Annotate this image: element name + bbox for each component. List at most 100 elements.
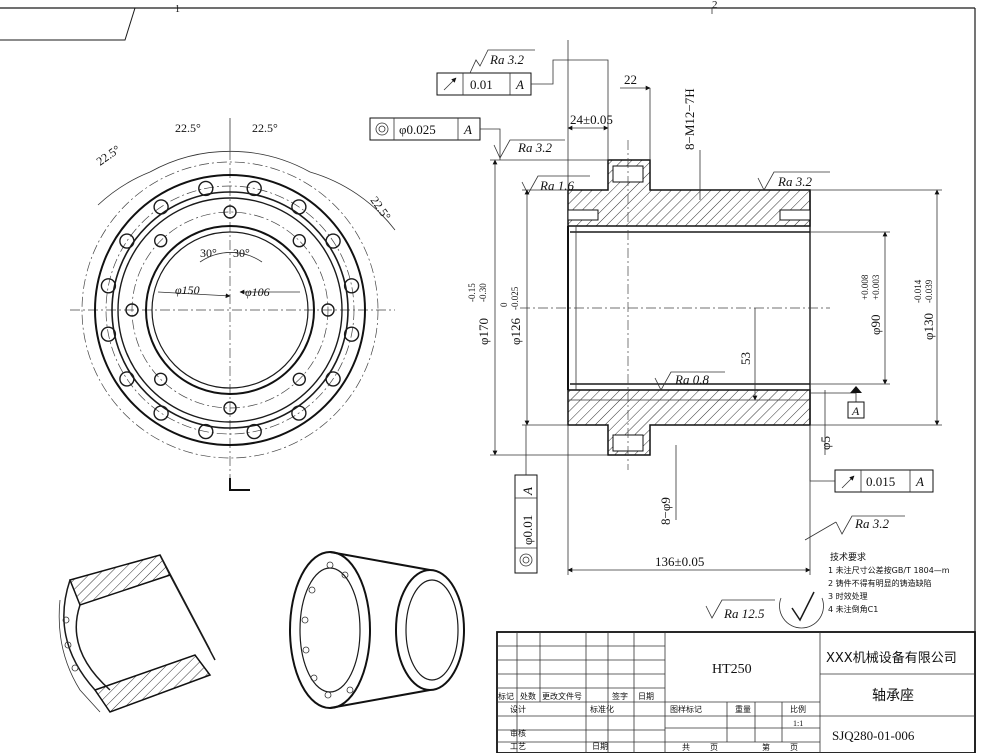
- tb-process: 工艺: [510, 742, 526, 751]
- inner-threaded-holes: [125, 205, 335, 415]
- bolt-hole: [153, 199, 169, 215]
- angle-label-right: 22.5°: [368, 194, 394, 223]
- threaded-hole: [292, 233, 306, 248]
- runout2-datum: A: [915, 474, 924, 489]
- bolt-hole: [325, 371, 341, 387]
- dia-150-label: φ150: [175, 283, 200, 297]
- tb-page-2: 页: [790, 743, 798, 752]
- bolt-hole: [119, 371, 135, 387]
- ra-right: Ra 3.2: [777, 174, 812, 189]
- threaded-hole: [153, 233, 168, 248]
- runout-value: 0.01: [470, 77, 493, 92]
- note-3: 3 时效处理: [828, 591, 868, 601]
- angle-label-inner-right: 30°: [233, 246, 250, 260]
- dim-136: 136±0.05: [655, 554, 704, 569]
- coax-value: φ0.025: [399, 122, 436, 137]
- dia-90: φ90: [868, 314, 883, 335]
- bolt-hole: [119, 233, 135, 249]
- ra-top: Ra 3.2: [489, 52, 524, 67]
- threaded-hole: [321, 303, 335, 317]
- threaded-hole: [292, 372, 306, 386]
- ra-bore: Ra 0.8: [674, 372, 709, 387]
- dia-170-tol-upper: -0.15: [467, 283, 477, 302]
- bolt-hole: [153, 405, 169, 421]
- dia-130-tol-upper: -0.014: [913, 279, 923, 303]
- threaded-hole: [153, 372, 168, 386]
- tb-material: HT250: [712, 662, 752, 677]
- tb-company: XXX机械设备有限公司: [826, 650, 957, 666]
- tb-date: 日期: [592, 742, 608, 751]
- tb-hdr-mark: 标记: [498, 691, 514, 701]
- front-view: 22.5° 22.5° 22.5° 22.5° 30° 30° φ150 φ10…: [70, 118, 396, 491]
- tb-standard: 标准化: [590, 704, 614, 714]
- zone-label-2: 2: [712, 0, 718, 11]
- tb-scale: 比例: [790, 704, 806, 714]
- isometric-section-view: [58, 554, 216, 713]
- ra-left: Ra 1.6: [539, 178, 574, 193]
- bolt-hole: [246, 423, 262, 440]
- isometric-3d-view: [289, 551, 465, 709]
- dia-170: φ170: [476, 318, 491, 345]
- tb-check: 审核: [510, 728, 526, 738]
- bolt-hole: [325, 233, 341, 249]
- note-1: 1 未注尺寸公差按GB/T 1804—m: [828, 565, 950, 575]
- outer-bolt-holes: [100, 180, 360, 440]
- dia-126-tol-lower: -0.025: [510, 286, 520, 310]
- tb-total: 共: [682, 743, 690, 752]
- tb-stage: 图样标记: [670, 704, 702, 714]
- angle-label-top-right: 22.5°: [252, 121, 278, 135]
- title-block: HT250 XXX机械设备有限公司 轴承座 SJQ280-01-006 标记 处…: [496, 631, 976, 753]
- bolt-hole: [291, 199, 307, 215]
- tb-hdr-count: 处数: [520, 691, 536, 701]
- ra-general: Ra 12.5: [723, 606, 765, 621]
- dim-phi5: φ5: [818, 436, 833, 450]
- coax-datum: A: [463, 122, 472, 137]
- dim-53: 53: [738, 352, 753, 365]
- thread-label: 8−M12−7H: [682, 88, 697, 150]
- holes-label: 8−φ9: [658, 497, 673, 525]
- coax2-value: φ0.01: [520, 515, 535, 545]
- zone-label-1: 1: [175, 4, 180, 15]
- section-view: 0.01 A Ra 3.2 φ0.025 A Ra 3.2 24±0.05 22…: [369, 40, 942, 629]
- runout-datum: A: [515, 77, 524, 92]
- runout2-value: 0.015: [866, 474, 895, 489]
- dia-126: φ126: [508, 317, 523, 345]
- coax2-datum: A: [520, 487, 535, 496]
- tb-page: 页: [710, 743, 718, 752]
- note-4: 4 未注倒角C1: [828, 604, 878, 614]
- bolt-hole: [343, 278, 360, 294]
- tb-hdr-change: 更改文件号: [542, 691, 582, 701]
- ra-bottom: Ra 3.2: [854, 516, 889, 531]
- tb-sheet-no: 第: [762, 742, 770, 752]
- technical-notes: 技术要求 1 未注尺寸公差按GB/T 1804—m 2 铸件不得有明显的铸造缺陷…: [828, 551, 950, 614]
- bolt-hole: [198, 423, 214, 440]
- tb-hdr-date: 日期: [638, 692, 654, 701]
- dia-126-tol-upper: 0: [499, 302, 509, 307]
- ra-face: Ra 3.2: [517, 140, 552, 155]
- notes-title: 技术要求: [830, 551, 866, 563]
- threaded-hole: [223, 205, 237, 219]
- threaded-hole: [125, 303, 139, 317]
- tb-weight: 重量: [735, 704, 751, 714]
- angle-label-left: 22.5°: [94, 142, 123, 168]
- bolt-hole: [343, 326, 360, 342]
- angle-label-inner-left: 30°: [200, 246, 217, 260]
- datum-a: A: [851, 404, 860, 418]
- dia-90-tol-lower: +0.003: [871, 274, 881, 300]
- dia-170-tol-lower: -0.30: [478, 283, 488, 302]
- tb-design: 设计: [510, 704, 526, 714]
- dim-24: 24±0.05: [570, 112, 613, 127]
- note-2: 2 铸件不得有明显的铸造缺陷: [828, 578, 932, 588]
- bolt-hole: [198, 180, 214, 197]
- dia-130-tol-lower: -0.039: [924, 279, 934, 303]
- bolt-hole: [246, 180, 262, 197]
- dia-106-label: φ106: [245, 285, 270, 299]
- threaded-hole: [223, 401, 237, 415]
- bolt-hole: [291, 405, 307, 421]
- angle-label-top-left: 22.5°: [175, 121, 201, 135]
- bolt-hole: [100, 326, 117, 342]
- tb-part-name: 轴承座: [872, 688, 914, 704]
- tb-drawing-no: SJQ280-01-006: [832, 728, 915, 743]
